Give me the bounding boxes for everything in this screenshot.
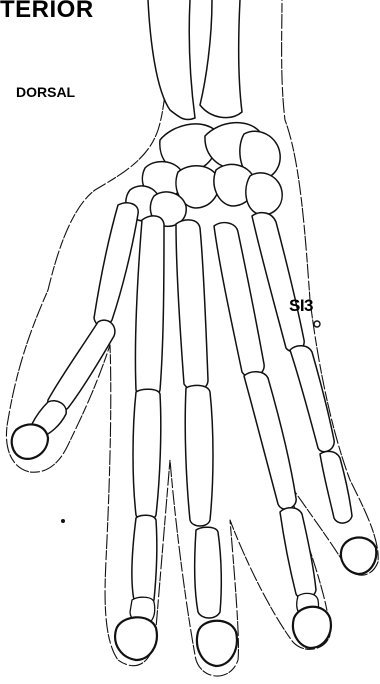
acupoint-label: SI3 — [289, 296, 313, 316]
forearm-bones — [148, 0, 242, 120]
index-finger-bones — [115, 389, 161, 660]
carpal-bones — [126, 123, 282, 227]
view-label: DORSAL — [16, 84, 75, 100]
middle-finger-bones — [185, 385, 237, 666]
ink-speck — [61, 519, 65, 523]
diagram-title: TERIOR — [0, 0, 94, 24]
metacarpal-bones — [94, 203, 304, 398]
radius — [148, 0, 195, 120]
thumb-bones — [12, 320, 115, 459]
acupoint-marker — [314, 321, 320, 327]
ulna — [200, 0, 242, 118]
